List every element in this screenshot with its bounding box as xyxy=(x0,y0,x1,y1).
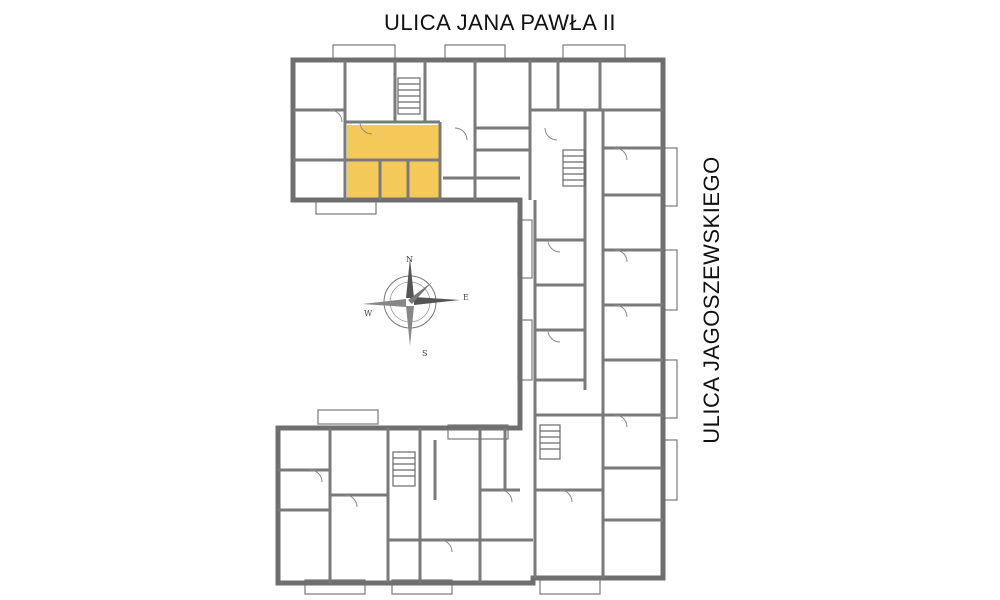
staircases xyxy=(392,77,586,487)
compass-rose: N E S W xyxy=(362,255,469,358)
street-label-jana-pawla: ULICA JANA PAWŁA II xyxy=(383,10,617,35)
selected-apartment[interactable] xyxy=(347,125,441,200)
outer-walls xyxy=(275,57,666,586)
compass-n: N xyxy=(406,255,413,264)
doors xyxy=(309,109,628,553)
compass-s: S xyxy=(422,349,427,358)
compass-e: E xyxy=(463,293,469,302)
interior-walls xyxy=(278,60,663,583)
compass-w: W xyxy=(364,309,373,318)
